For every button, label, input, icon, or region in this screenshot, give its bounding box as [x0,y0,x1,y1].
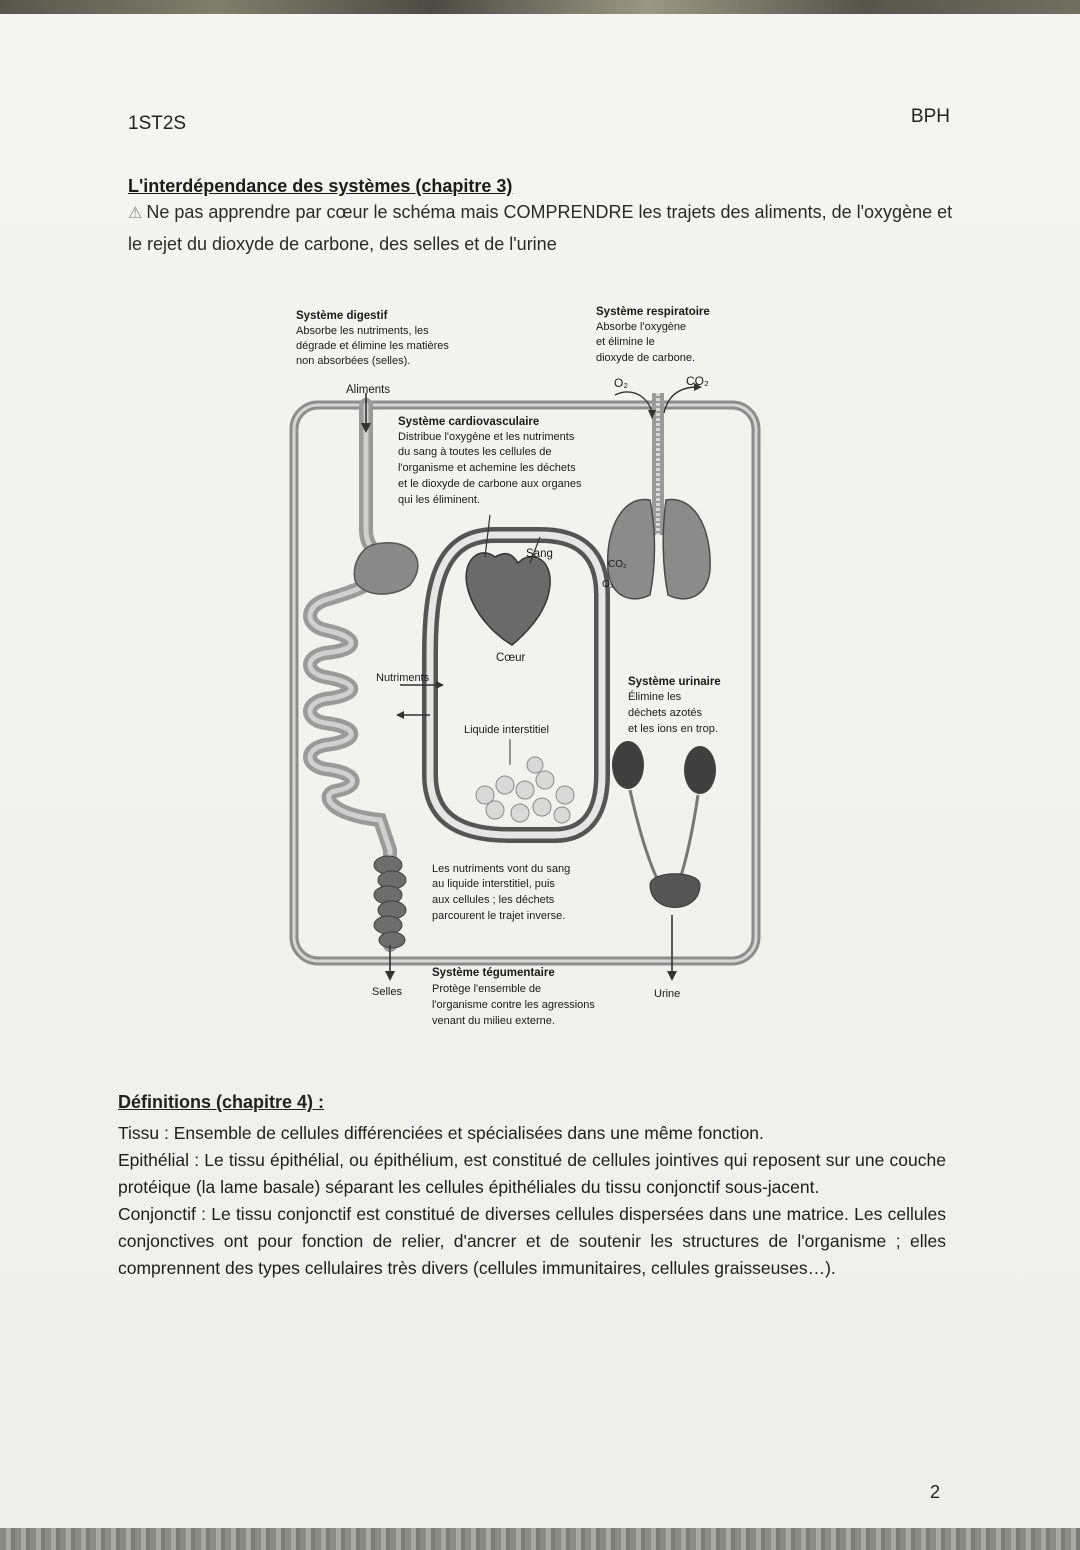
svg-text:dégrade et élimine les matière: dégrade et élimine les matières [296,340,449,352]
svg-text:CO₂: CO₂ [686,374,709,388]
definition-conjonctif: Conjonctif : Le tissu conjonctif est con… [118,1204,946,1278]
warning-paragraph: ⚠Ne pas apprendre par cœur le schéma mai… [128,197,958,259]
svg-text:aux cellules ; les déchets: aux cellules ; les déchets [432,894,555,906]
urine-arrow [667,971,677,981]
svg-text:O₂: O₂ [602,579,614,590]
header-class-label: 1ST2S [128,113,187,134]
svg-text:Distribue l'oxygène et les nut: Distribue l'oxygène et les nutriments [398,431,575,443]
bladder [649,873,701,908]
definition-tissu: Tissu : Ensemble de cellules différencié… [118,1123,764,1143]
aliments-arrow [361,423,371,433]
liquide-label: Liquide interstitiel [464,724,549,736]
svg-text:au liquide interstitiel, puis: au liquide interstitiel, puis [432,878,555,890]
svg-text:venant du milieu externe.: venant du milieu externe. [432,1015,555,1027]
coeur-label: Cœur [496,652,526,664]
cardio-title: Système cardiovasculaire [398,416,539,428]
right-kidney [684,746,716,794]
svg-text:et élimine le: et élimine le [596,336,655,348]
respiratoire-title: Système respiratoire [596,306,710,318]
nutriments-label: Nutriments [376,672,430,684]
flux-text-l1: Les nutriments vont du sang [432,863,570,875]
svg-text:Absorbe l'oxygène: Absorbe l'oxygène [596,321,686,333]
selles-label: Selles [372,986,402,998]
svg-text:du sang à toutes les cellules: du sang à toutes les cellules de [398,446,552,458]
svg-text:l'organisme et achemine les dé: l'organisme et achemine les déchets [398,462,576,474]
svg-text:qui les éliminent.: qui les éliminent. [398,494,480,506]
svg-text:et le dioxyde de carbone aux o: et le dioxyde de carbone aux organes [398,478,582,490]
aliments-label: Aliments [346,384,390,396]
svg-text:non absorbées (selles).: non absorbées (selles). [296,355,410,367]
co2-out-arrow [694,383,702,391]
large-intestine-coils [373,855,407,949]
digestif-title: Système digestif [296,310,388,322]
header-subject-label: BPH [910,106,950,127]
section2-title: Définitions (chapitre 4) : [118,1092,325,1112]
right-lung [662,498,711,600]
svg-text:et les ions en trop.: et les ions en trop. [628,723,718,735]
svg-text:parcourent le trajet inverse.: parcourent le trajet inverse. [432,910,565,922]
warning-triangle-icon: ⚠ [128,205,143,222]
bottom-edge-strip [0,1528,1080,1550]
page-number: 2 [930,1482,941,1502]
interstitial-cells [475,756,575,824]
definitions-block: Tissu : Ensemble de cellules différencié… [118,1120,946,1282]
stomach-shape [353,542,419,595]
svg-text:Absorbe les nutriments, les: Absorbe les nutriments, les [296,325,429,337]
tegumentaire-title: Système tégumentaire [432,967,555,979]
svg-text:CO₂: CO₂ [608,559,627,570]
section1-title: L'interdépendance des systèmes (chapitre… [128,176,513,196]
svg-text:l'organisme contre les agressi: l'organisme contre les agressions [432,999,595,1011]
urine-label: Urine [654,988,680,1000]
left-kidney [612,741,644,789]
urinaire-title: Système urinaire [628,676,721,688]
heart-shape [465,552,551,646]
svg-text:O₂: O₂ [614,376,628,390]
warning-text: Ne pas apprendre par cœur le schéma mais… [128,202,953,254]
svg-text:déchets azotés: déchets azotés [628,707,702,719]
svg-text:Élimine les: Élimine les [628,690,682,703]
top-edge-strip [0,0,1080,14]
sang-label: Sang [526,548,553,560]
o2-in-arrow [648,410,656,419]
left-lung [606,498,656,600]
definition-epithelial: Epithélial : Le tissu épithélial, ou épi… [118,1150,946,1197]
systems-interdependence-diagram: Système digestif Absorbe les nutriments,… [289,306,761,1027]
svg-text:dioxyde de carbone.: dioxyde de carbone. [596,352,695,364]
selles-arrow [385,971,395,981]
svg-text:Protège l'ensemble de: Protège l'ensemble de [432,983,541,995]
